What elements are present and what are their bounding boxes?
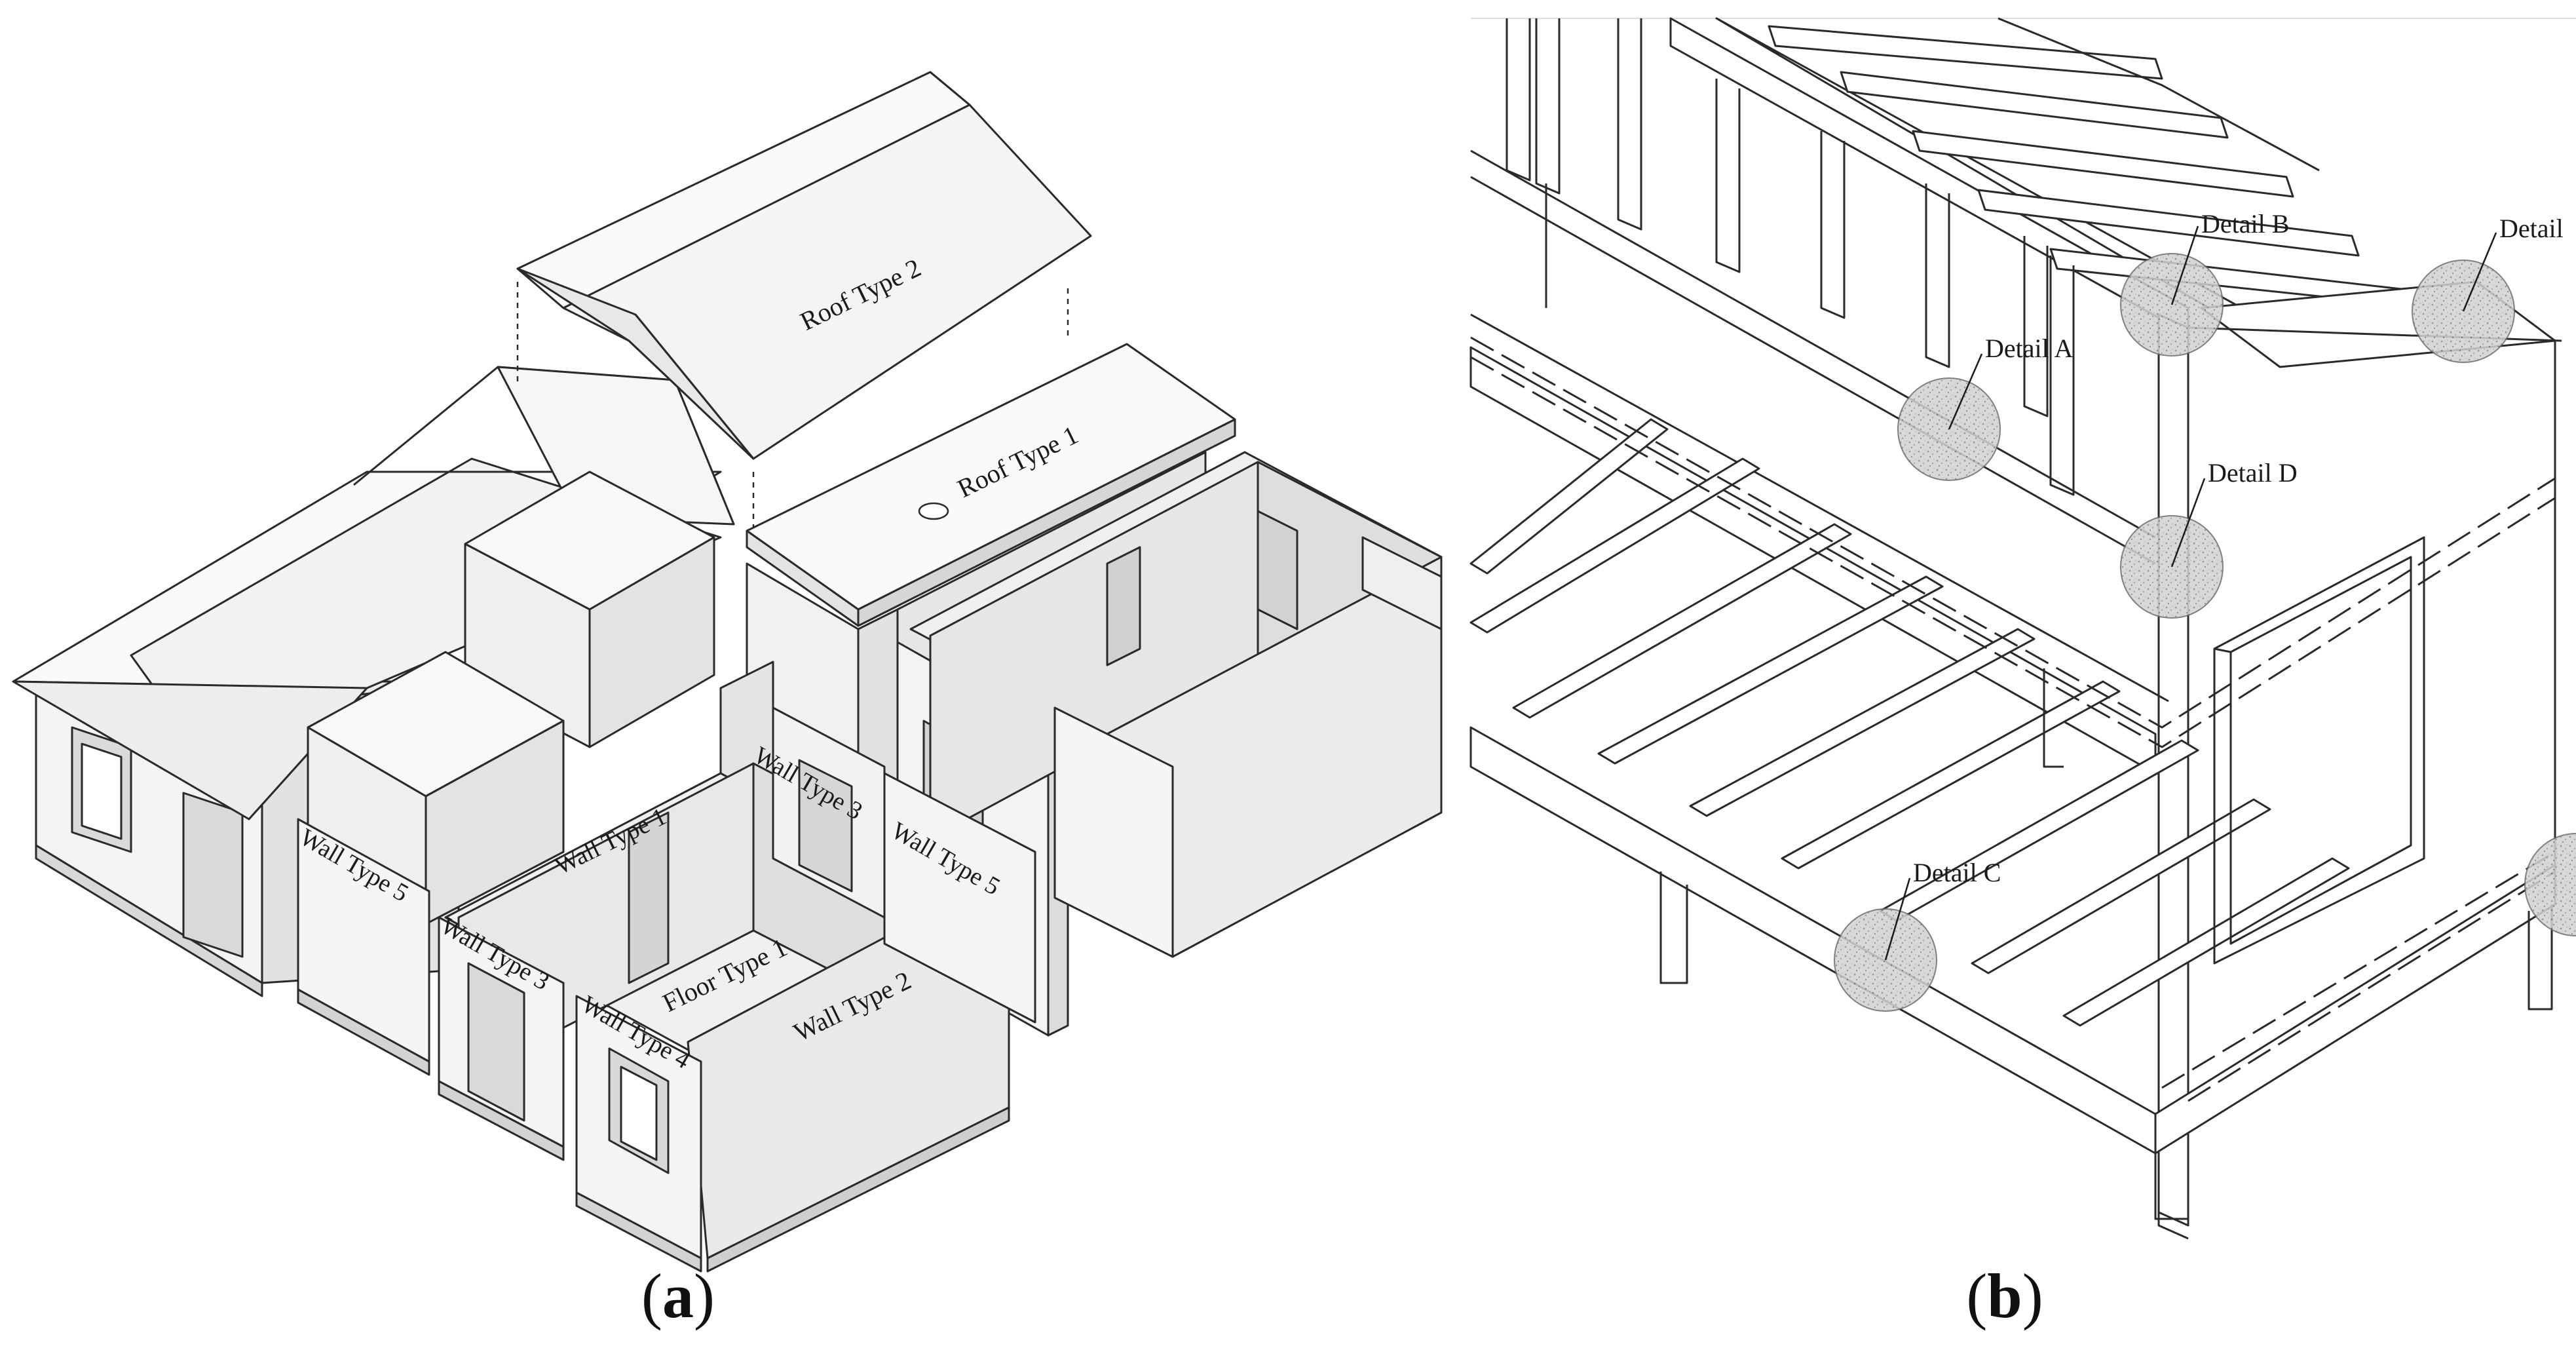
label-detail-d: Detail D [2208, 458, 2298, 488]
caption-a: (a) [641, 1261, 715, 1331]
label-detail-b: Detail B [2201, 209, 2289, 239]
label-detail-c: Detail C [1913, 858, 2001, 887]
panel-a-drawing [12, 71, 1443, 1273]
detail-markers [1834, 253, 2576, 1012]
label-detail-e: Detail [2499, 214, 2564, 243]
front-room [297, 706, 1036, 1273]
upper-wall-studs [1470, 18, 2156, 565]
right-room [909, 451, 1443, 958]
caption-b-letter: b [1987, 1261, 2022, 1331]
window-frame [2213, 536, 2425, 965]
label-detail-a: Detail A [1985, 334, 2074, 363]
panel-b-drawing [1469, 17, 2576, 1240]
caption-a-letter: a [662, 1261, 694, 1331]
caption-b-close: ) [2022, 1261, 2043, 1331]
detail-leaders [1884, 225, 2497, 961]
floor-frame [1469, 313, 2556, 1155]
support-posts [1659, 341, 2556, 1220]
caption-b-open: ( [1966, 1261, 1987, 1331]
caption-b: (b) [1966, 1261, 2043, 1331]
left-gable-roof [12, 366, 735, 820]
roof-type-1 [746, 343, 1236, 627]
caption-a-open: ( [641, 1261, 662, 1331]
detail-edge-circle [2524, 833, 2576, 936]
roof-type-2 [516, 71, 1092, 460]
panel-b-labels: Detail A Detail B Detail Detail D Detail… [1913, 209, 2564, 887]
caption-a-close: ) [694, 1261, 715, 1331]
roof-type-2-guides [516, 282, 1069, 537]
volume-boxes [307, 471, 715, 925]
